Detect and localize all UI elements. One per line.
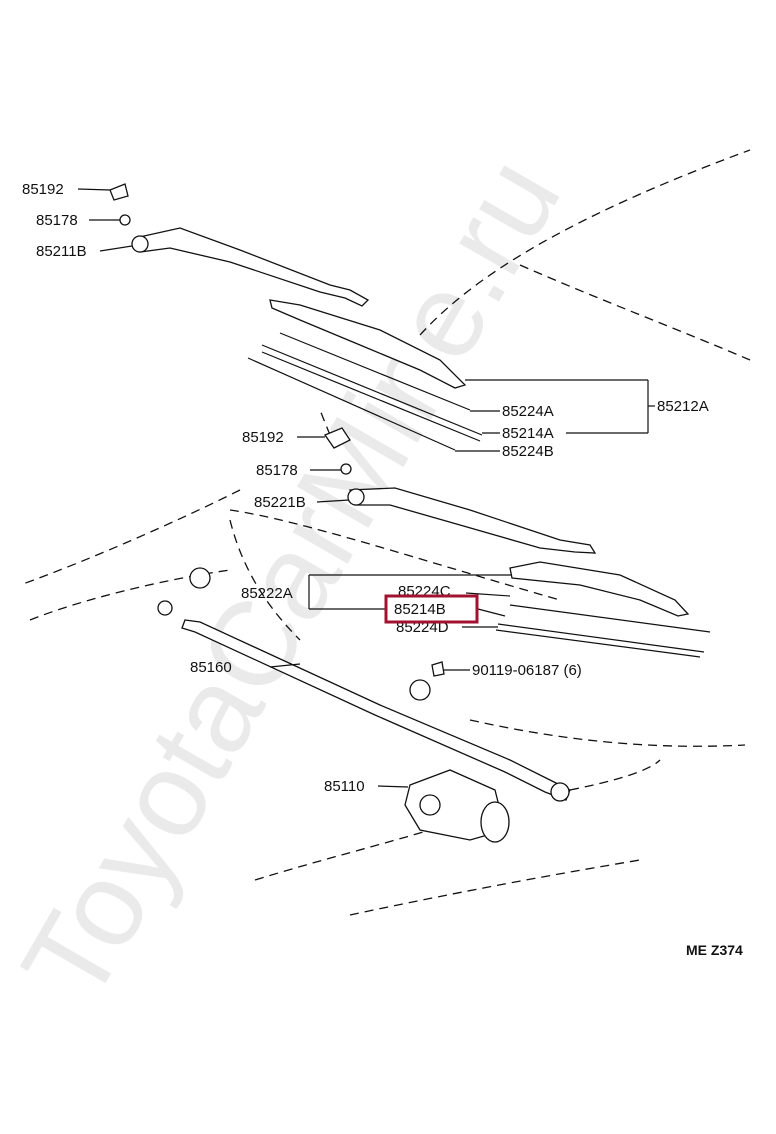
rear-wiper-arm (347, 487, 597, 554)
bolt (431, 661, 445, 677)
leader-lines (77, 188, 655, 788)
diagram-code: ME Z374 (686, 942, 743, 958)
front-wiper-arm (131, 227, 370, 307)
label-85192-front: 85192 (22, 181, 64, 198)
wiper-motor (404, 769, 510, 843)
watermark: ToyotaCarMine.ru (0, 136, 586, 1023)
front-nut (119, 214, 131, 226)
label-85178-rear: 85178 (256, 462, 298, 479)
label-90119-06187: 90119-06187 (6) (472, 662, 582, 679)
label-85214a: 85214A (502, 425, 554, 442)
highlight-box-85214b[interactable] (384, 594, 479, 624)
label-85224b: 85224B (502, 443, 554, 460)
rear-blade (495, 561, 711, 658)
wiper-link (157, 567, 571, 802)
rear-nut (340, 463, 352, 475)
label-85160: 85160 (190, 659, 232, 676)
label-85222a: 85222A (241, 585, 293, 602)
label-85212a: 85212A (657, 398, 709, 415)
front-cap (109, 183, 129, 201)
label-85178-front: 85178 (36, 212, 78, 229)
label-85211b: 85211B (36, 243, 87, 260)
label-85221b: 85221B (254, 494, 306, 511)
label-85224a: 85224A (502, 403, 554, 420)
label-85214b: 85214B (394, 601, 446, 618)
rear-cap (324, 427, 351, 449)
label-85110: 85110 (324, 778, 365, 795)
front-blade (247, 299, 483, 451)
label-85192-rear: 85192 (242, 429, 284, 446)
